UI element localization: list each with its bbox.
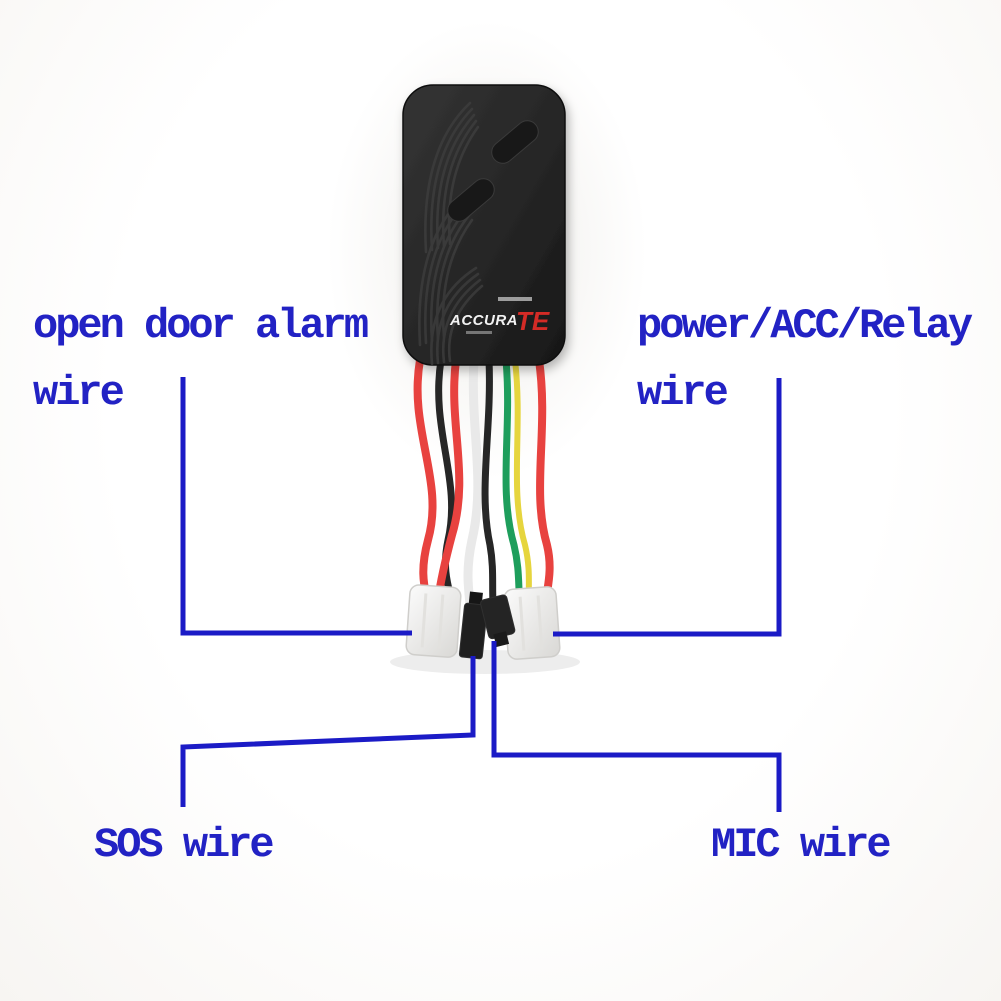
connector-white-left — [405, 584, 462, 658]
device-logo-tagline-top — [498, 297, 532, 301]
label-mic-wire: MIC wire — [711, 812, 892, 879]
wire-red-2 — [434, 356, 464, 604]
wire-yellow — [512, 357, 532, 606]
leader-line-open-door-alarm — [180, 377, 412, 636]
wire-white — [463, 355, 483, 609]
connector-black-left — [458, 591, 488, 660]
leader-line-sos — [180, 656, 476, 807]
label-mic-text: MIC wire — [711, 821, 892, 869]
wire-bundle — [413, 355, 554, 609]
label-power-acc-relay-wire: power/ACC/Relay wire — [637, 293, 973, 427]
label-sos-text: SOS wire — [94, 821, 275, 869]
wire-black-2 — [481, 356, 497, 607]
device-logo: ACCURA TE — [449, 297, 550, 336]
device-pill-slots — [447, 120, 539, 222]
connector-black-right — [480, 594, 516, 648]
device-logo-text: ACCURA — [449, 312, 518, 329]
wire-red-3 — [535, 356, 554, 604]
gps-tracker-device: ACCURA TE — [402, 84, 566, 366]
connector-row — [405, 584, 561, 660]
leader-line-mic — [491, 641, 782, 812]
device-logo-suffix: TE — [516, 306, 550, 336]
label-power-line2: wire — [637, 369, 729, 417]
device-logo-tagline-bottom — [466, 331, 492, 334]
leader-line-power-acc-relay — [553, 378, 782, 637]
label-open-door-alarm-wire: open door alarm wire — [33, 293, 369, 427]
label-open-door-line1: open door alarm — [33, 302, 369, 350]
label-power-line1: power/ACC/Relay — [637, 302, 973, 350]
wire-green — [502, 356, 524, 607]
wire-red-1 — [413, 356, 437, 604]
label-open-door-line2: wire — [33, 369, 125, 417]
wire-black-1 — [435, 356, 456, 606]
label-sos-wire: SOS wire — [94, 812, 275, 879]
